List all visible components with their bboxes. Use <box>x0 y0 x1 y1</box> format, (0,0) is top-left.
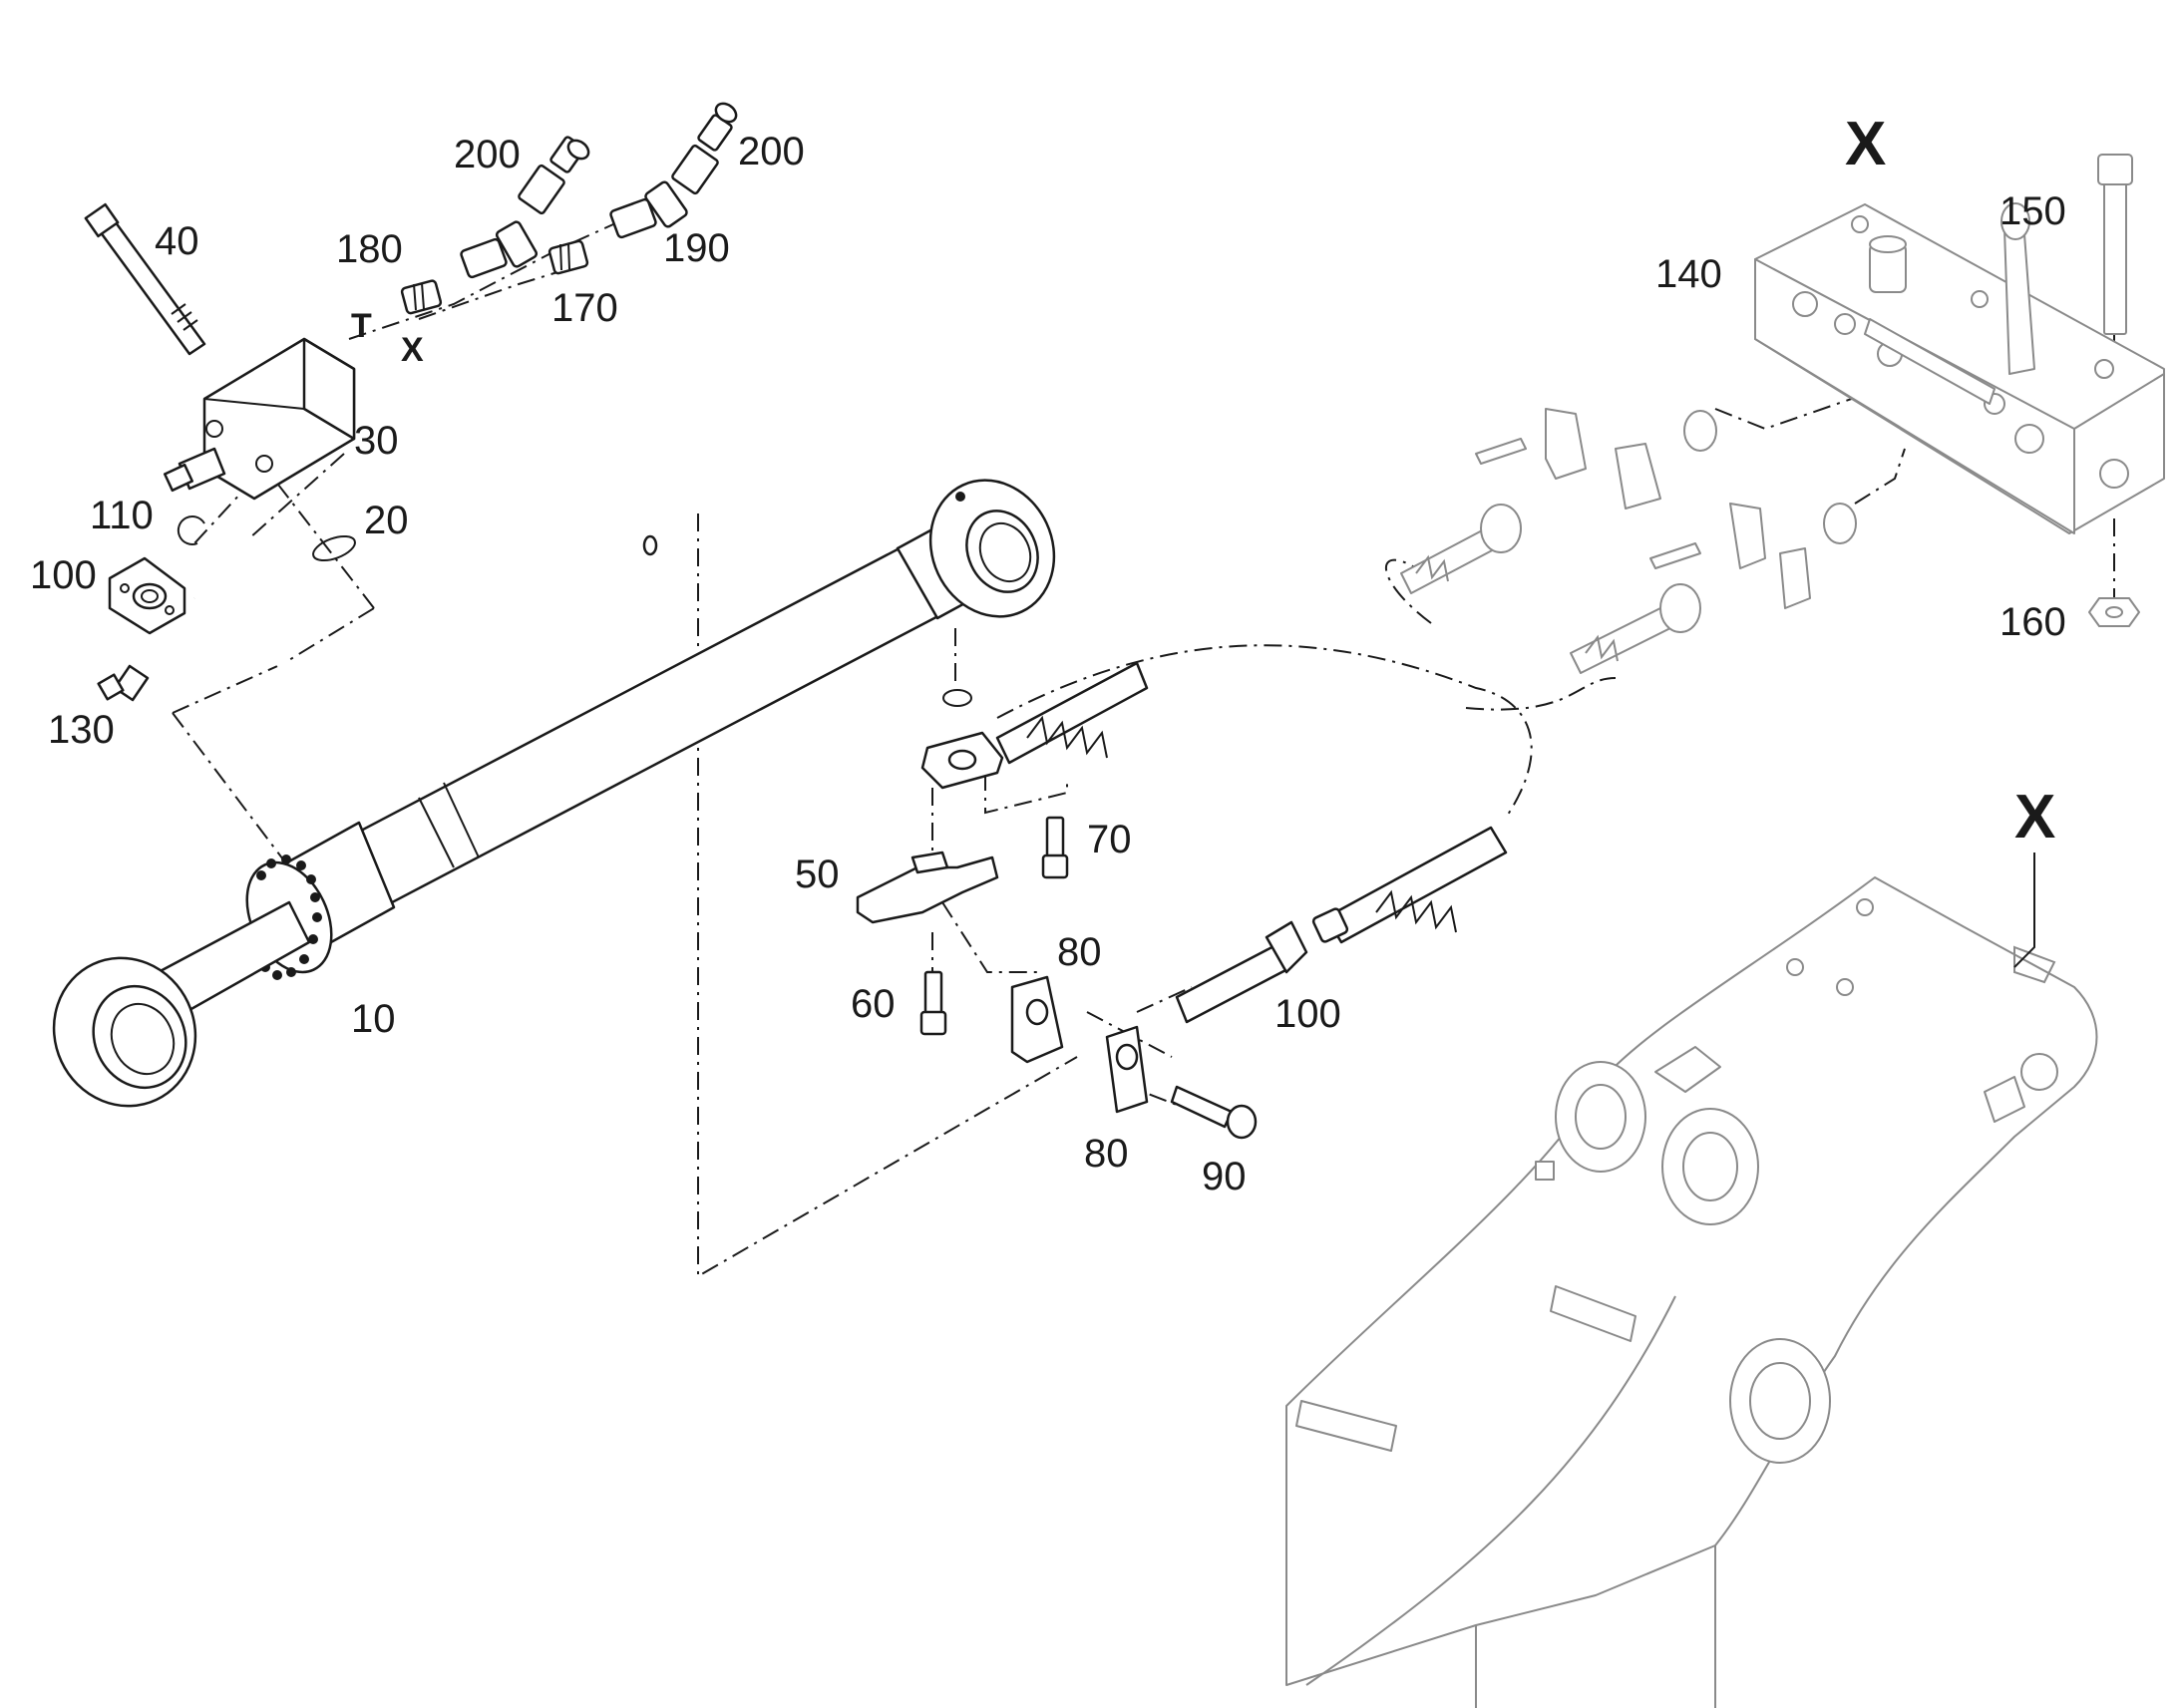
elbow-fitting-left <box>460 220 539 279</box>
callout-20: 20 <box>364 499 409 542</box>
callout-100-flange: 100 <box>30 553 97 597</box>
screw-70 <box>1041 816 1069 879</box>
hydraulic-pipe <box>193 534 658 733</box>
screw-130 <box>97 664 150 702</box>
bracket-50 <box>856 851 999 924</box>
callout-190: 190 <box>663 226 730 270</box>
sleeve-100 <box>1175 920 1308 1024</box>
callout-170: 170 <box>551 286 618 330</box>
callout-70: 70 <box>1087 818 1132 861</box>
port-label-x: X <box>401 331 424 369</box>
hose-assembly-upper <box>995 661 1149 765</box>
fitting-170 <box>547 239 589 275</box>
fitting-180 <box>400 279 443 315</box>
o-ring-cylinder <box>942 689 972 707</box>
elbow-fitting-right <box>609 180 688 239</box>
callout-100-sleeve: 100 <box>1274 992 1341 1036</box>
callout-80-upper: 80 <box>1057 930 1102 974</box>
callout-140: 140 <box>1655 252 1722 296</box>
hydraulic-cylinder <box>52 479 1056 1108</box>
callout-60: 60 <box>851 982 896 1026</box>
callout-110: 110 <box>90 494 154 537</box>
callout-180: 180 <box>336 227 403 271</box>
excavator-boom <box>1285 876 2098 1708</box>
port-label-t: T <box>351 307 372 345</box>
callout-10: 10 <box>351 997 396 1041</box>
test-coupling-200-left <box>518 136 590 215</box>
o-ring-20 <box>312 534 356 562</box>
circlip-110 <box>177 514 205 545</box>
callout-200-left: 200 <box>454 133 521 176</box>
screw-90 <box>1170 1085 1258 1140</box>
callout-200-right: 200 <box>738 130 805 173</box>
callouts: 10 20 30 40 50 60 70 80 80 90 100 100 11… <box>30 110 2066 1198</box>
bolt-detail-upper <box>2097 154 2133 335</box>
nut-160 <box>2088 597 2140 627</box>
callout-50: 50 <box>795 853 840 896</box>
detail-title-x: X <box>1845 110 1886 178</box>
clamp-half-80-lower <box>1105 1025 1149 1114</box>
detail-leader-x <box>2013 853 2035 968</box>
hose-rupture-valve <box>163 337 356 501</box>
bolt-40 <box>84 202 206 356</box>
screw-60 <box>919 970 947 1036</box>
test-coupling-200-right <box>671 102 738 195</box>
callout-160: 160 <box>1999 600 2066 644</box>
boom-reference-x: X <box>2014 783 2055 852</box>
callout-80-lower: 80 <box>1084 1132 1129 1176</box>
callout-40: 40 <box>155 219 199 263</box>
valve-lever-150 <box>1864 202 2035 405</box>
callout-130: 130 <box>48 708 115 752</box>
callout-30: 30 <box>354 419 399 463</box>
callout-150: 150 <box>1999 189 2066 233</box>
clamp-half-80-upper <box>1010 975 1064 1064</box>
flange-100 <box>108 556 186 635</box>
hose-flange <box>920 731 1004 790</box>
grease-nipple-icon <box>955 492 965 502</box>
hose-assembly-lower <box>1311 826 1508 944</box>
callout-90: 90 <box>1202 1155 1247 1198</box>
hose-fittings-right <box>1400 408 1857 674</box>
